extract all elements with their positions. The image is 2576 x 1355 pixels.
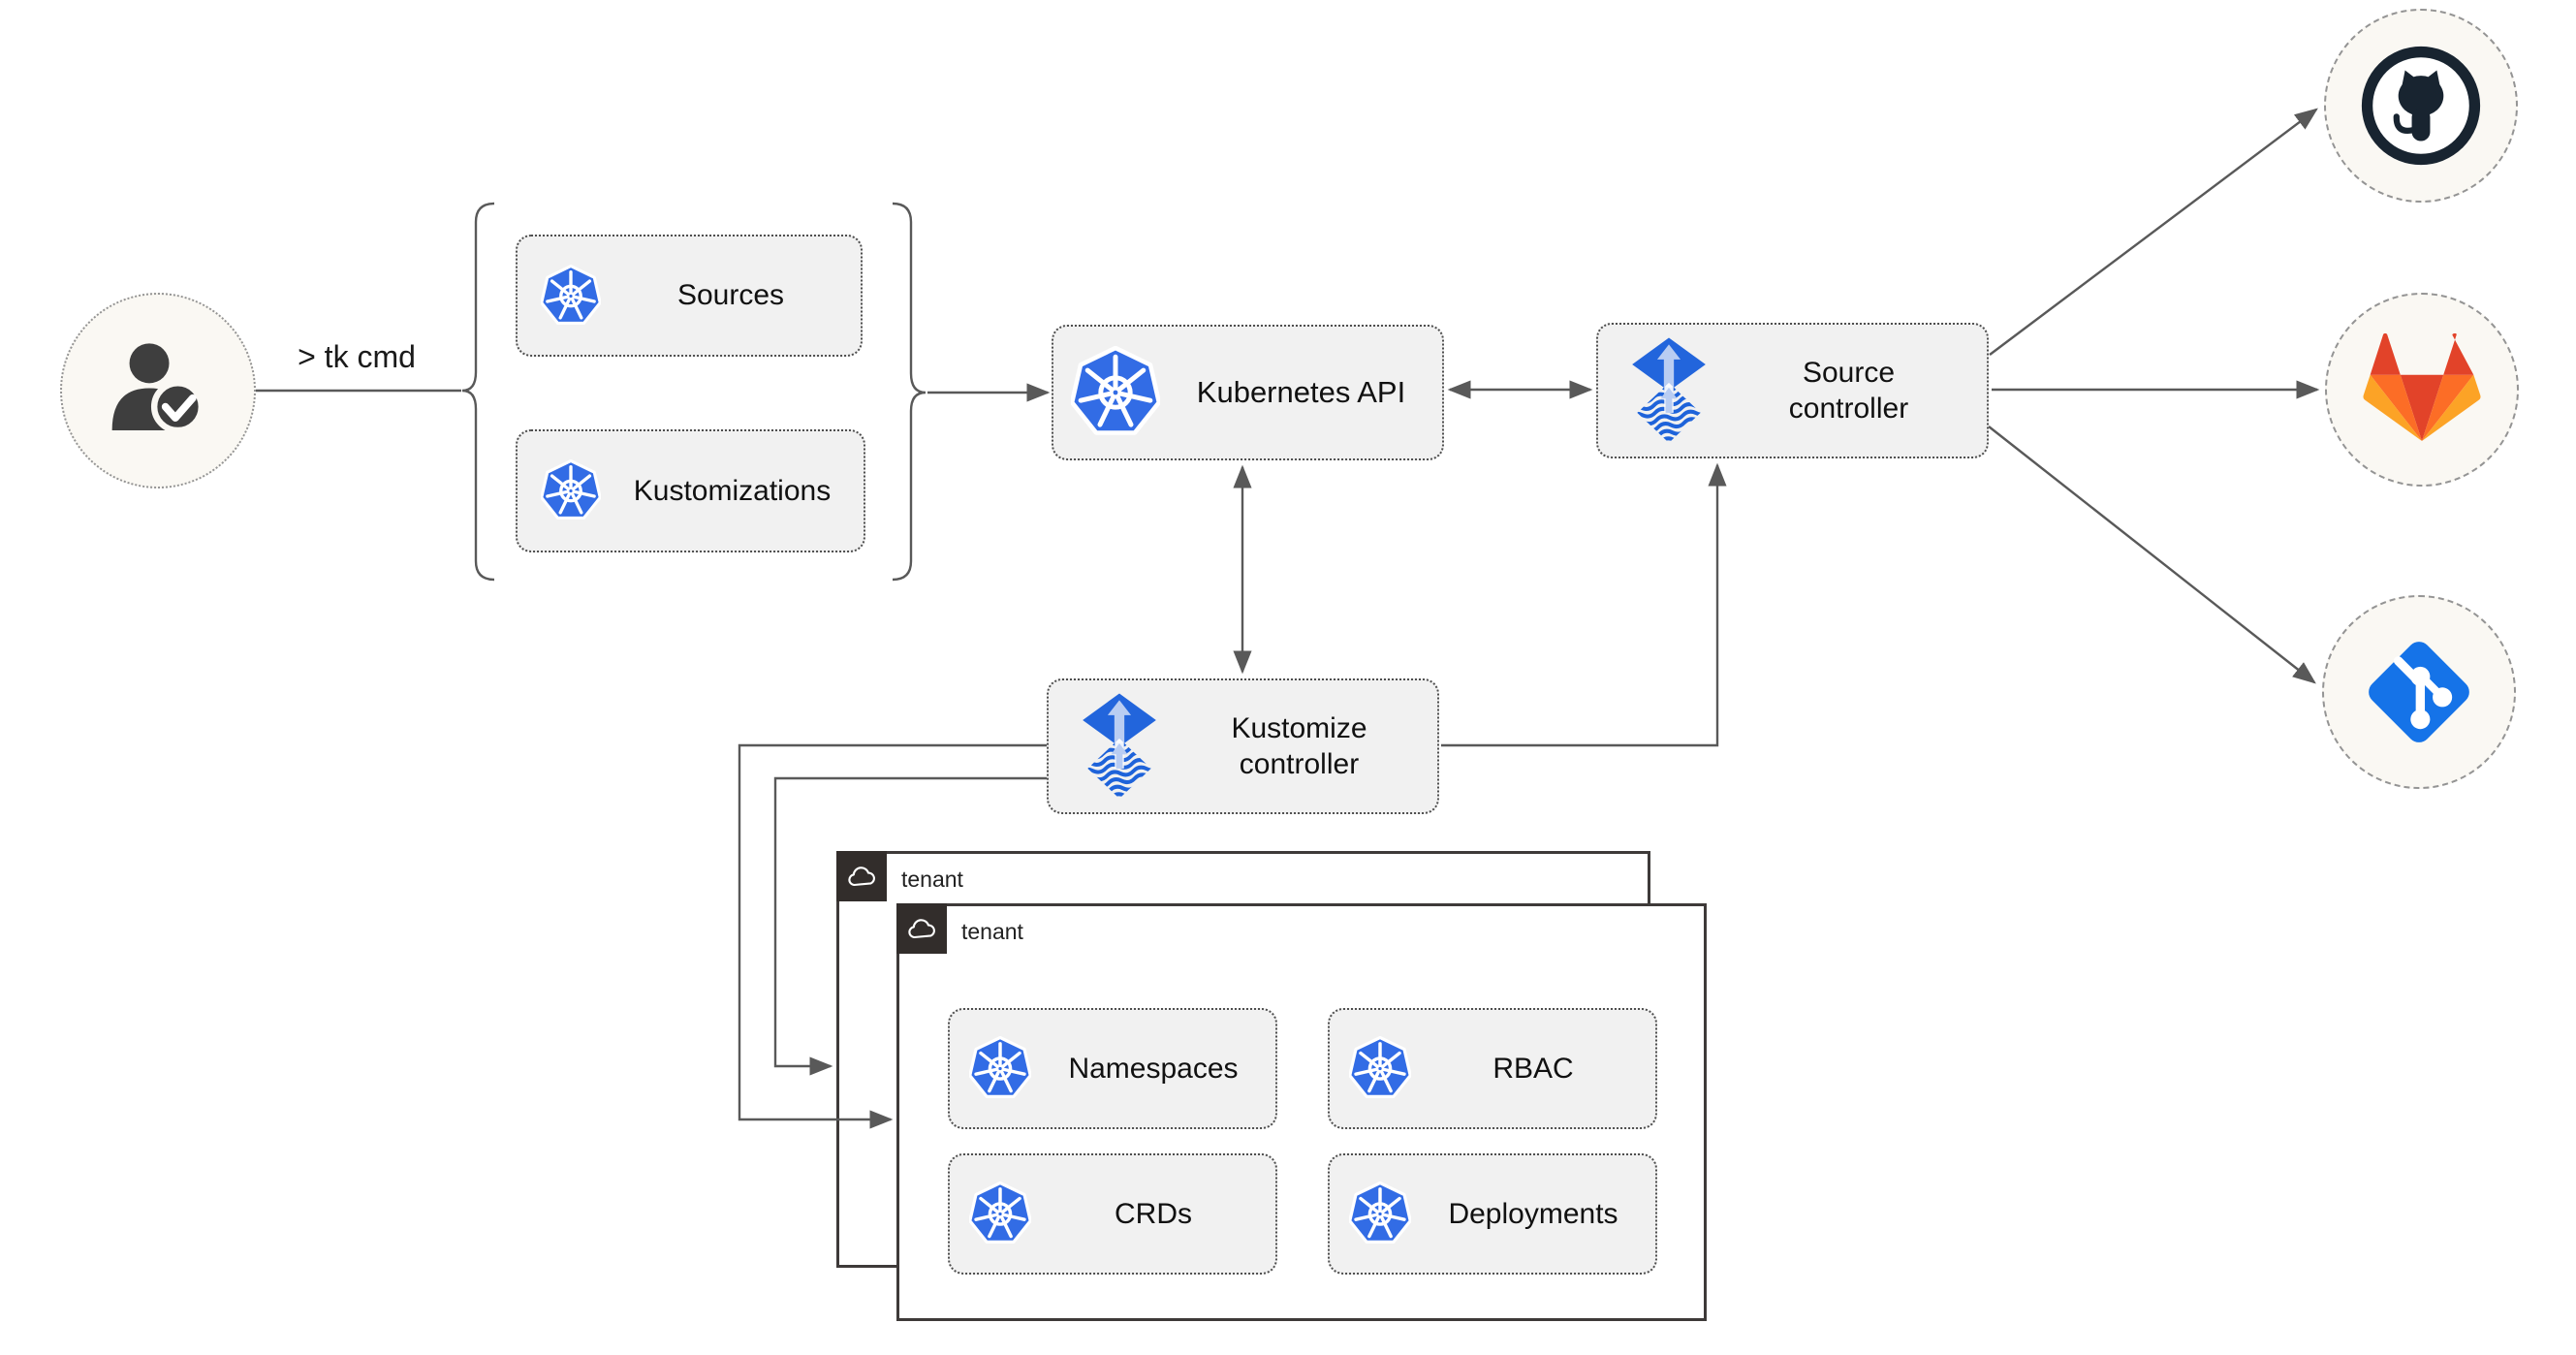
brace-right xyxy=(892,202,927,582)
kubernetes-icon xyxy=(541,459,601,522)
node-label: Source controller xyxy=(1788,356,1909,425)
kubernetes-icon xyxy=(1071,346,1160,439)
node-kustomizations: Kustomizations xyxy=(516,429,865,552)
cloud-icon xyxy=(845,863,878,891)
flux-icon xyxy=(1627,334,1711,448)
node-rbac: RBAC xyxy=(1328,1008,1657,1129)
node-label: Kubernetes API xyxy=(1196,374,1406,409)
node-label: Deployments xyxy=(1448,1197,1618,1230)
node-label: RBAC xyxy=(1492,1052,1574,1085)
command-label: > tk cmd xyxy=(298,339,416,374)
tenant-header-back xyxy=(836,851,887,901)
kubernetes-icon xyxy=(541,265,601,328)
tenant-label: tenant xyxy=(961,919,1023,944)
node-sources: Sources xyxy=(516,235,863,357)
flux-icon xyxy=(1078,690,1161,804)
node-kustomize-controller: Kustomize controller xyxy=(1047,678,1439,814)
node-label: Namespaces xyxy=(1068,1052,1239,1085)
remote-github xyxy=(2324,9,2518,203)
user-avatar xyxy=(60,293,256,488)
arrow-source-to-git xyxy=(1988,425,2316,684)
node-namespaces: Namespaces xyxy=(948,1008,1277,1129)
node-deployments: Deployments xyxy=(1328,1153,1657,1275)
tenant-header-front xyxy=(896,903,947,954)
kubernetes-icon xyxy=(1349,1036,1411,1101)
gitlab-icon xyxy=(2363,333,2481,446)
cloud-icon xyxy=(905,915,938,943)
user-check-icon xyxy=(96,329,220,453)
github-icon xyxy=(2360,45,2482,167)
kubernetes-icon xyxy=(969,1036,1031,1101)
remote-gitlab xyxy=(2325,293,2519,487)
remote-git xyxy=(2322,595,2516,789)
node-crds: CRDs xyxy=(948,1153,1277,1275)
node-source-controller: Source controller xyxy=(1596,323,1989,458)
git-icon xyxy=(2354,627,2484,757)
arrow-source-to-github xyxy=(1989,108,2318,356)
arrow-kustomize-to-source xyxy=(1441,462,1727,747)
kubernetes-icon xyxy=(969,1182,1031,1246)
node-label: Kustomize controller xyxy=(1231,711,1367,781)
node-kubernetes-api: Kubernetes API xyxy=(1052,325,1444,460)
node-label: CRDs xyxy=(1115,1197,1192,1230)
node-label: Sources xyxy=(676,279,785,312)
brace-left xyxy=(461,202,495,582)
kubernetes-icon xyxy=(1349,1182,1411,1246)
node-label: Kustomizations xyxy=(633,474,832,507)
tenant-label: tenant xyxy=(901,867,963,892)
